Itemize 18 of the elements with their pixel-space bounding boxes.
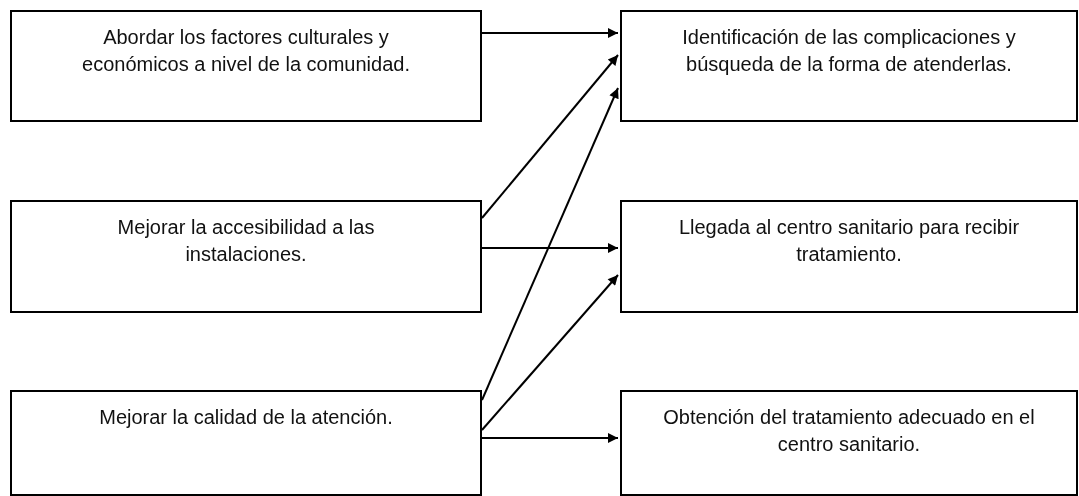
process-box: [620, 10, 1078, 122]
box-text: Obtención del tratamiento adecuado en el centro sanitario.: [662, 405, 1036, 457]
arrow: [481, 274, 619, 431]
box-text: Llegada al centro sanitario para recibir tratamiento.: [677, 215, 1021, 267]
arrow: [481, 87, 619, 401]
arrow: [481, 243, 619, 253]
process-box: [10, 10, 482, 122]
process-box: [620, 200, 1078, 313]
box-text: Identificación de las complicaciones y búsqueda de la forma de atenderlas.: [681, 25, 1017, 77]
box-text: Mejorar la accesibilidad a las instalaciones.: [116, 215, 376, 267]
box-text: Mejorar la calidad de la atención.: [98, 405, 394, 430]
arrow: [481, 433, 619, 443]
process-box: [10, 390, 482, 496]
arrow: [481, 54, 619, 219]
process-box: [620, 390, 1078, 496]
box-text: Abordar los factores culturales y económicos a nivel de la comunidad.: [81, 25, 411, 77]
arrow: [481, 28, 619, 38]
process-box: [10, 200, 482, 313]
